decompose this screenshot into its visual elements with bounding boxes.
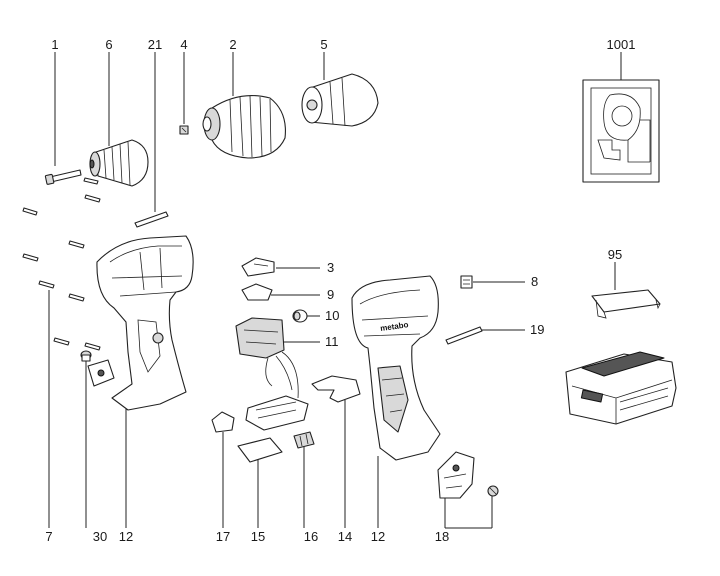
callout-11: 11 [325,334,339,349]
part-15-sheet [237,437,283,463]
callout-numbers: 1 6 21 4 2 5 1001 3 9 10 11 8 19 95 7 30… [45,37,635,544]
part-12-housing-left [96,235,194,411]
callout-4: 4 [180,37,187,52]
part-95-plate [591,289,661,319]
callout-19: 19 [530,322,544,337]
part-6-chuck [89,139,149,187]
callout-12-left: 12 [119,529,133,544]
callout-14: 14 [338,529,352,544]
part-18-screw [487,485,499,497]
battery-pack [565,351,677,425]
callout-16: 16 [304,529,318,544]
callout-1001: 1001 [607,37,636,52]
callout-6: 6 [105,37,112,52]
callout-17: 17 [216,529,230,544]
part-1001-schematic [582,79,660,183]
callout-5: 5 [320,37,327,52]
callout-2: 2 [229,37,236,52]
callout-3: 3 [327,260,334,275]
part-2-gearbox [202,95,286,159]
part-12-housing-right: metabo [351,275,441,461]
screws-small-top [83,177,101,203]
callout-21: 21 [148,37,162,52]
part-19-strip [445,326,483,345]
callout-12-right: 12 [371,529,385,544]
part-30-knob [80,350,92,362]
metabo-logo-text: metabo [380,320,410,333]
callout-15: 15 [251,529,265,544]
part-3-button [241,257,275,277]
part-8-plate [460,275,473,289]
part-17-clip [211,411,235,433]
callout-9: 9 [327,287,334,302]
part-21-strip [134,211,169,228]
part-10-roller [292,309,308,323]
part-16-contact [293,431,315,449]
part-1-screw [44,169,82,185]
part-18-cover [437,451,475,499]
part-14-bracket [311,375,361,403]
part-bracket-left [87,359,115,387]
callout-18: 18 [435,529,449,544]
callout-1: 1 [51,37,58,52]
leader-lines [48,52,622,529]
callout-95: 95 [608,247,622,262]
part-5-motor [301,73,379,127]
callout-30: 30 [93,529,107,544]
callout-10: 10 [325,308,339,323]
callout-7: 7 [45,529,52,544]
part-7-screws [22,207,101,351]
part-9-cover [241,283,273,301]
part-4-screw [179,125,189,135]
part-11-switch [235,317,309,431]
callout-8: 8 [531,274,538,289]
